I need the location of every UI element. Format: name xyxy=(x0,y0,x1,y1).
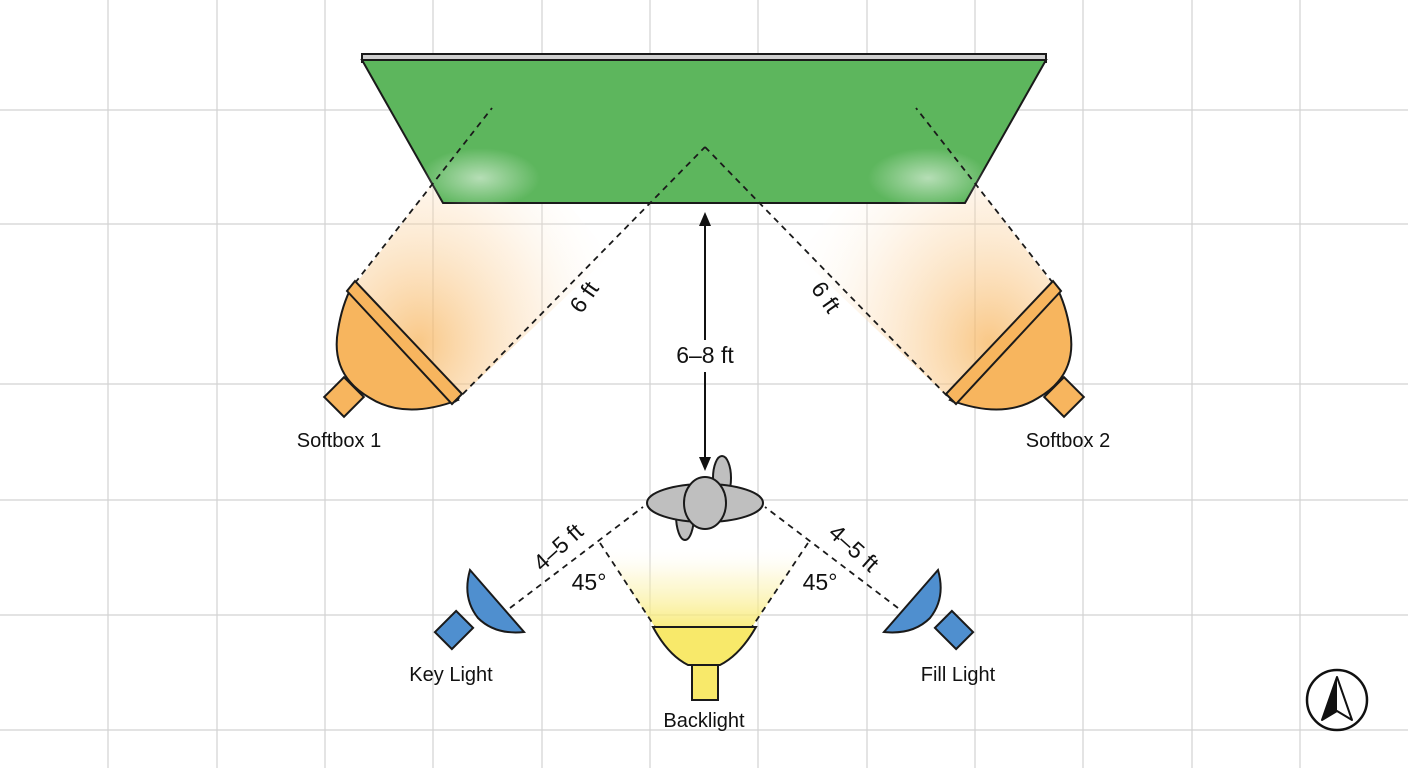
backlight-label: Backlight xyxy=(663,710,745,732)
north-arrow-icon xyxy=(1305,668,1369,732)
key-light-distance-label: 4–5 ft xyxy=(528,518,589,576)
distance-arrow xyxy=(699,212,711,471)
backlight-beam xyxy=(600,545,808,627)
subject-to-screen-label: 6–8 ft xyxy=(676,342,734,368)
backlight xyxy=(651,626,758,701)
green-screen xyxy=(360,53,1048,208)
softbox-right-label: Softbox 2 xyxy=(1026,430,1111,452)
key-light xyxy=(433,567,527,651)
guide-lines xyxy=(354,107,1054,628)
softbox-right xyxy=(944,279,1086,419)
key-light-label: Key Light xyxy=(409,664,493,686)
softbox-left-label: Softbox 1 xyxy=(297,430,382,452)
fill-light xyxy=(881,567,975,651)
softbox-left xyxy=(322,279,464,419)
fill-light-label: Fill Light xyxy=(921,664,996,686)
key-angle-label: 45° xyxy=(572,569,607,595)
subject-person xyxy=(646,455,764,541)
fill-angle-label: 45° xyxy=(803,569,838,595)
